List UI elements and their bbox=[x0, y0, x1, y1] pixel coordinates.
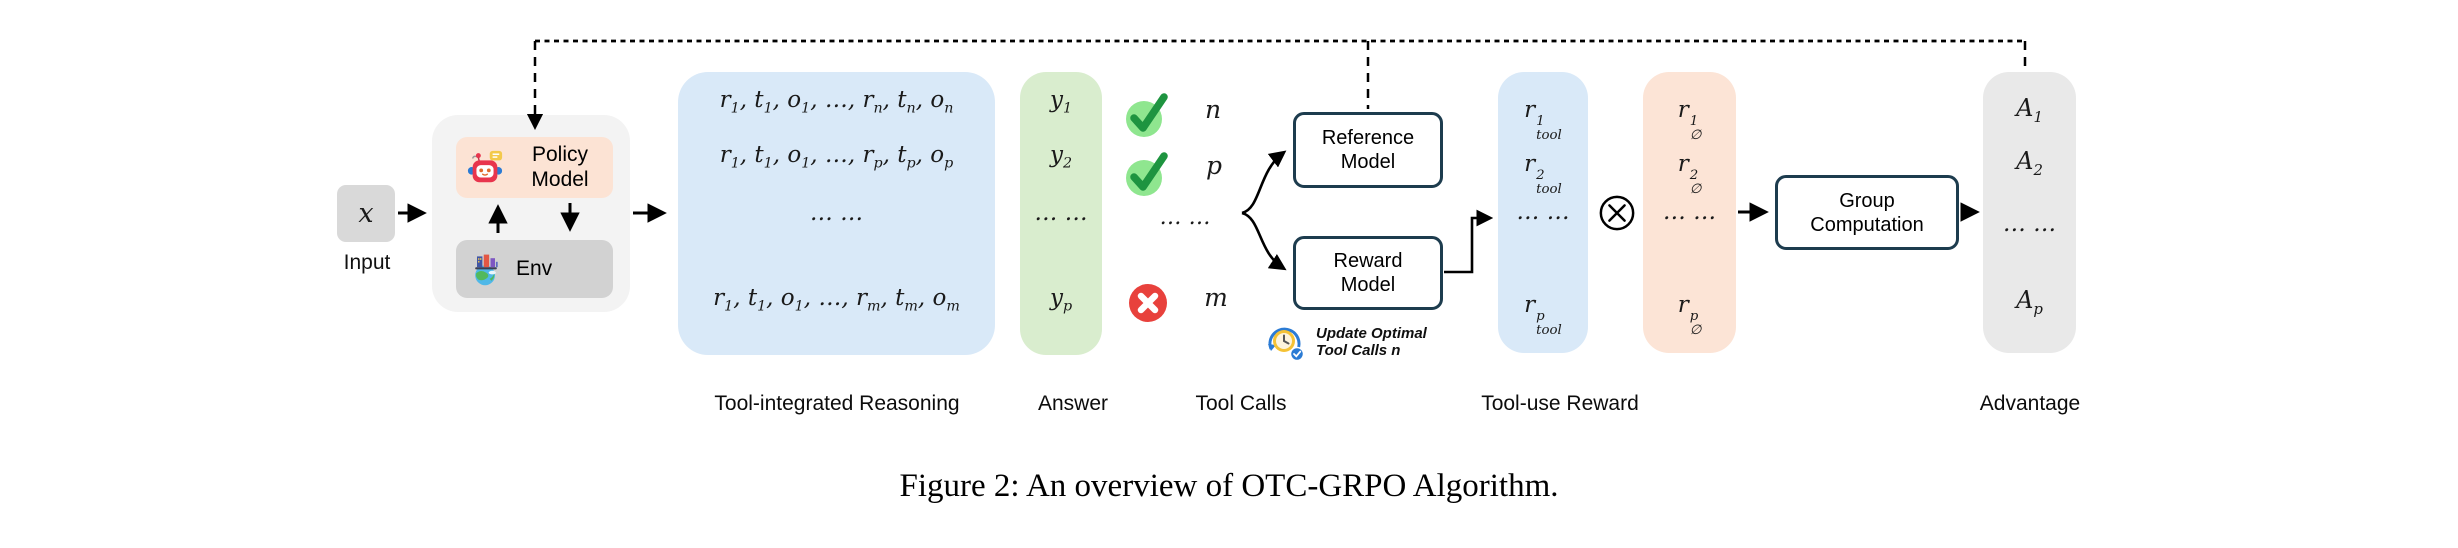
check-icon bbox=[1126, 152, 1168, 196]
env-box: Env bbox=[456, 240, 613, 298]
clock-update-icon bbox=[1268, 327, 1305, 362]
answer-row: y2 bbox=[1049, 142, 1073, 172]
robot-icon bbox=[467, 150, 503, 182]
globe-buildings-icon bbox=[475, 254, 498, 286]
elbow-reward-to-rtool bbox=[1444, 209, 1494, 274]
cross-icon bbox=[1129, 284, 1167, 322]
tool-calls-count-n: n bbox=[1204, 95, 1222, 124]
input-label: Input bbox=[343, 251, 391, 274]
figure-caption: Figure 2: An overview of OTC-GRPO Algori… bbox=[899, 468, 1559, 504]
advantage-column: A1 A2 … … Ap bbox=[1983, 72, 2076, 353]
rtool-ellipsis: … … bbox=[1516, 199, 1570, 225]
reward-model-box: Reward Model bbox=[1293, 236, 1443, 310]
label-tool-calls: Tool Calls bbox=[1195, 392, 1287, 415]
tir-row: r1, t1, o1, …, rp, tp, op bbox=[719, 142, 954, 172]
advantage-item: Ap bbox=[2016, 286, 2043, 318]
tir-row-ellipsis: … … bbox=[809, 200, 864, 226]
input-x-box: x bbox=[337, 185, 395, 242]
reference-model-box: Reference Model bbox=[1293, 112, 1443, 188]
advantage-item: A2 bbox=[2016, 147, 2043, 179]
check-icon bbox=[1126, 93, 1168, 137]
group-computation-box: Group Computation bbox=[1775, 175, 1959, 250]
policy-model-box: Policy Model bbox=[456, 137, 613, 198]
policy-model-label: Policy Model bbox=[531, 142, 589, 191]
split-to-reward bbox=[1241, 211, 1287, 271]
tool-calls-count-p: p bbox=[1205, 151, 1222, 180]
label-tool-integrated-reasoning: Tool-integrated Reasoning bbox=[714, 392, 960, 415]
answer-box: y1 y2 … … yp bbox=[1020, 72, 1102, 355]
tir-row: r1, t1, o1, …, rn, tn, on bbox=[719, 87, 954, 117]
label-tool-use-reward: Tool-use Reward bbox=[1481, 392, 1639, 415]
tir-row: r1, t1, o1, …, rm, tm, om bbox=[713, 285, 960, 315]
tool-integrated-reasoning-box: r1, t1, o1, …, rn, tn, on r1, t1, o1, …,… bbox=[678, 72, 995, 355]
update-optimal-note: Update Optimal Tool Calls n bbox=[1316, 325, 1427, 359]
advantage-ellipsis: … … bbox=[2002, 211, 2057, 237]
answer-row-ellipsis: … … bbox=[1034, 200, 1088, 226]
circled-times-icon bbox=[1599, 195, 1635, 231]
answer-row: yp bbox=[1049, 285, 1073, 315]
rphi-ellipsis: … … bbox=[1662, 199, 1717, 225]
env-label: Env bbox=[516, 256, 553, 280]
tool-calls-ellipsis: … … bbox=[1159, 205, 1211, 230]
advantage-item: A1 bbox=[2016, 94, 2043, 126]
answer-row: y1 bbox=[1049, 87, 1073, 117]
split-to-reference bbox=[1241, 150, 1287, 215]
label-advantage: Advantage bbox=[1979, 392, 2081, 415]
label-answer: Answer bbox=[1037, 392, 1109, 415]
tool-calls-count-m: m bbox=[1204, 283, 1228, 312]
